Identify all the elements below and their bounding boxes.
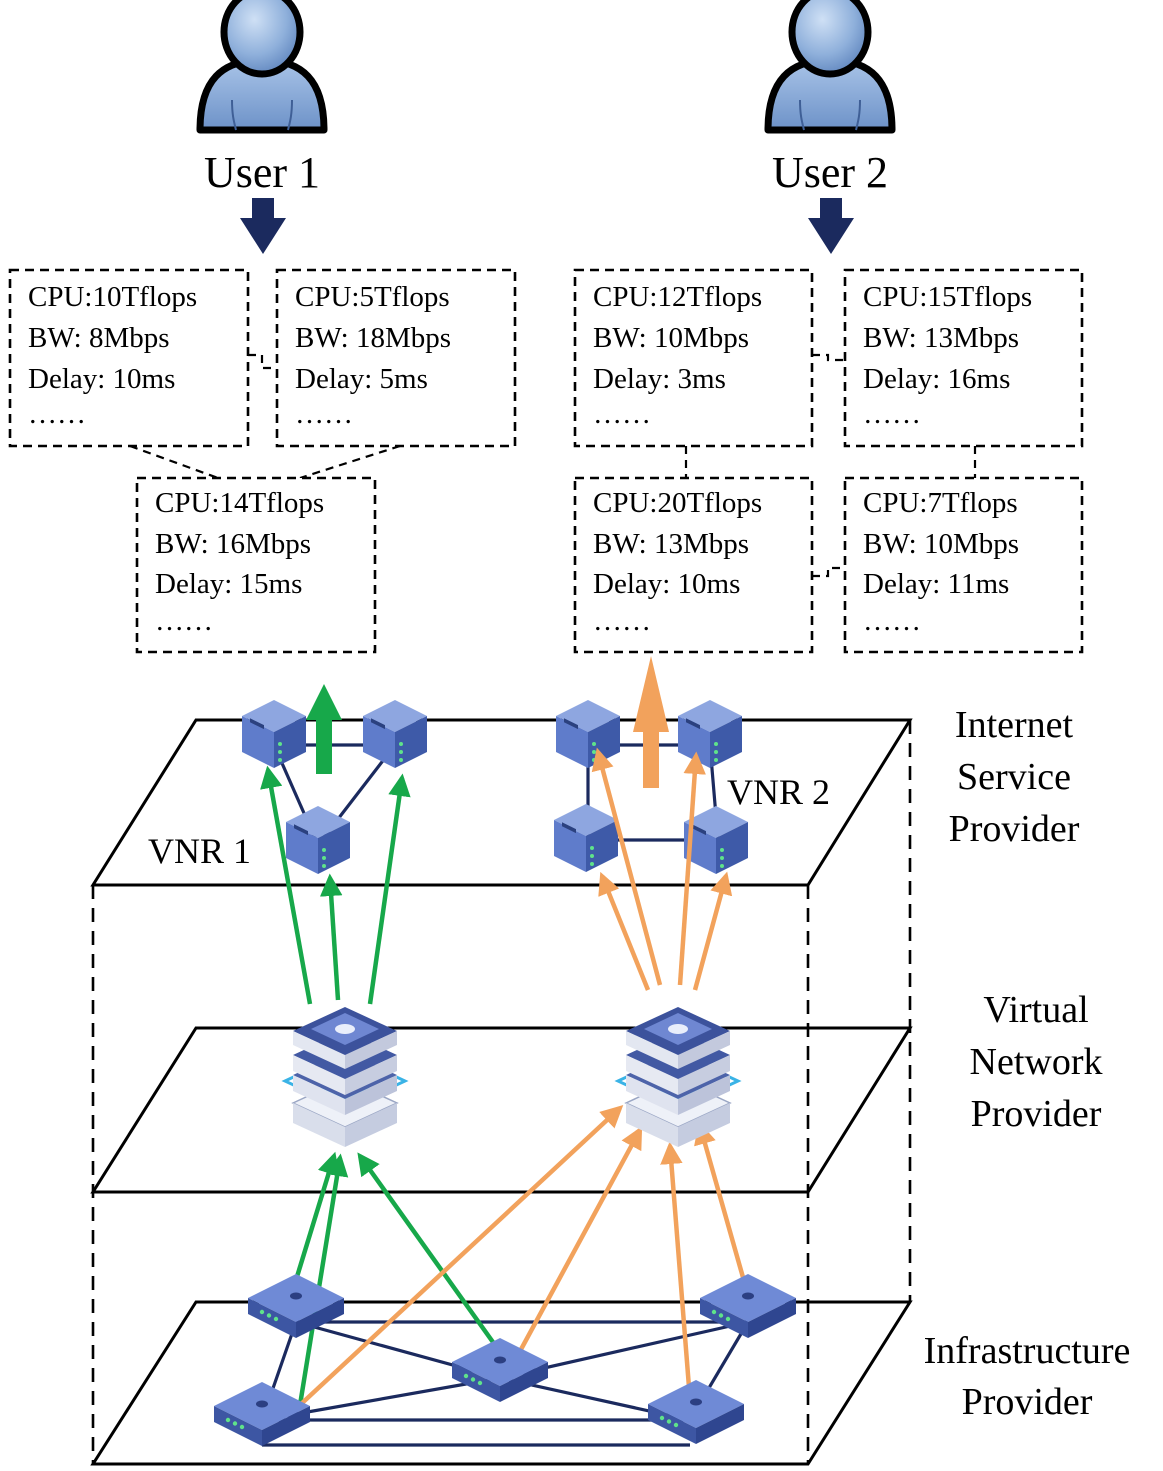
isp-label-line: Service [957,756,1071,798]
vnp-plane [90,1026,913,1194]
infra-label-line: Provider [962,1381,1093,1423]
infra-router-icon [248,1274,344,1338]
user-1-avatar-icon [200,0,324,130]
user-1-requirements: CPU:10Tflops BW: 8Mbps Delay: 10ms …… CP… [8,268,517,654]
bw-value: BW: 13Mbps [593,528,749,560]
cpu-value: CPU:14Tflops [155,487,324,519]
requirement-box: CPU:15Tflops BW: 13Mbps Delay: 16ms …… [843,268,1084,448]
vnp-label-line: Provider [971,1093,1102,1135]
cpu-value: CPU:12Tflops [593,281,762,313]
vnp-label-line: Network [970,1041,1103,1083]
cpu-value: CPU:15Tflops [863,281,1032,313]
delay-value: Delay: 15ms [155,568,302,600]
requirement-box: CPU:12Tflops BW: 10Mbps Delay: 3ms …… [573,268,814,448]
delay-value: Delay: 16ms [863,363,1010,395]
vnp-label-line: Virtual [983,989,1088,1031]
delay-value: Delay: 11ms [863,568,1009,600]
cpu-value: CPU:20Tflops [593,487,762,519]
more-ellipsis: …… [155,605,213,637]
vnr-2-mapping-arrows [298,747,751,1407]
isp-label-line: Internet [955,704,1074,746]
vnp-server-1-icon [283,1005,407,1149]
vnr-2-node-icon [556,700,620,768]
user-2-down-arrow-icon [808,198,854,254]
delay-value: Delay: 3ms [593,363,726,395]
more-ellipsis: …… [295,398,353,430]
vnr-1: VNR 1 [148,684,427,874]
vnr-2-node-icon [554,804,618,872]
vnr-1-label: VNR 1 [148,831,251,871]
cpu-value: CPU:5Tflops [295,281,450,313]
isp-layer-label: Internet Service Provider [949,704,1080,850]
more-ellipsis: …… [28,398,86,430]
isp-label-line: Provider [949,808,1080,850]
delay-value: Delay: 10ms [593,568,740,600]
requirement-links [129,353,977,578]
vnr-2: VNR 2 [554,656,830,874]
infra-label-line: Infrastructure [924,1330,1131,1372]
more-ellipsis: …… [863,398,921,430]
vnr-1-mapping-arrows [260,765,502,1406]
vnp-server-2-icon [616,1005,740,1149]
user-1: User 1 [200,0,324,254]
requirement-box: CPU:5Tflops BW: 18Mbps Delay: 5ms …… [275,268,517,448]
bw-value: BW: 13Mbps [863,322,1019,354]
vnp-layer-label: Virtual Network Provider [970,989,1103,1135]
user-1-down-arrow-icon [240,198,286,254]
vnr-1-node-icon [363,700,427,768]
requirement-box: CPU:10Tflops BW: 8Mbps Delay: 10ms …… [8,268,250,448]
user-2: User 2 [768,0,892,254]
bw-value: BW: 18Mbps [295,322,451,354]
vnr-2-label: VNR 2 [727,772,830,812]
delay-value: Delay: 5ms [295,363,428,395]
delay-value: Delay: 10ms [28,363,175,395]
user-2-label: User 2 [772,148,888,197]
cpu-value: CPU:7Tflops [863,487,1018,519]
more-ellipsis: …… [863,605,921,637]
vnr-2-up-arrow-icon [633,656,669,788]
user-2-avatar-icon [768,0,892,130]
bw-value: BW: 16Mbps [155,528,311,560]
infra-router-icon [648,1380,744,1444]
user-1-label: User 1 [204,148,320,197]
vnr-2-node-icon [678,700,742,768]
requirement-box: CPU:14Tflops BW: 16Mbps Delay: 15ms …… [135,476,377,654]
infra-router-icon [214,1382,310,1446]
vnr-1-up-arrow-icon [306,684,342,774]
vnr-1-node-icon [242,700,306,768]
requirement-box: CPU:7Tflops BW: 10Mbps Delay: 11ms …… [843,476,1084,654]
infrastructure-layer-label: Infrastructure Provider [924,1330,1131,1423]
bw-value: BW: 10Mbps [593,322,749,354]
cpu-value: CPU:10Tflops [28,281,197,313]
requirement-box: CPU:20Tflops BW: 13Mbps Delay: 10ms …… [573,476,814,654]
bw-value: BW: 8Mbps [28,322,170,354]
bw-value: BW: 10Mbps [863,528,1019,560]
infra-router-icon [452,1338,548,1402]
more-ellipsis: …… [593,398,651,430]
user-2-requirements: CPU:12Tflops BW: 10Mbps Delay: 3ms …… CP… [573,268,1084,654]
more-ellipsis: …… [593,605,651,637]
